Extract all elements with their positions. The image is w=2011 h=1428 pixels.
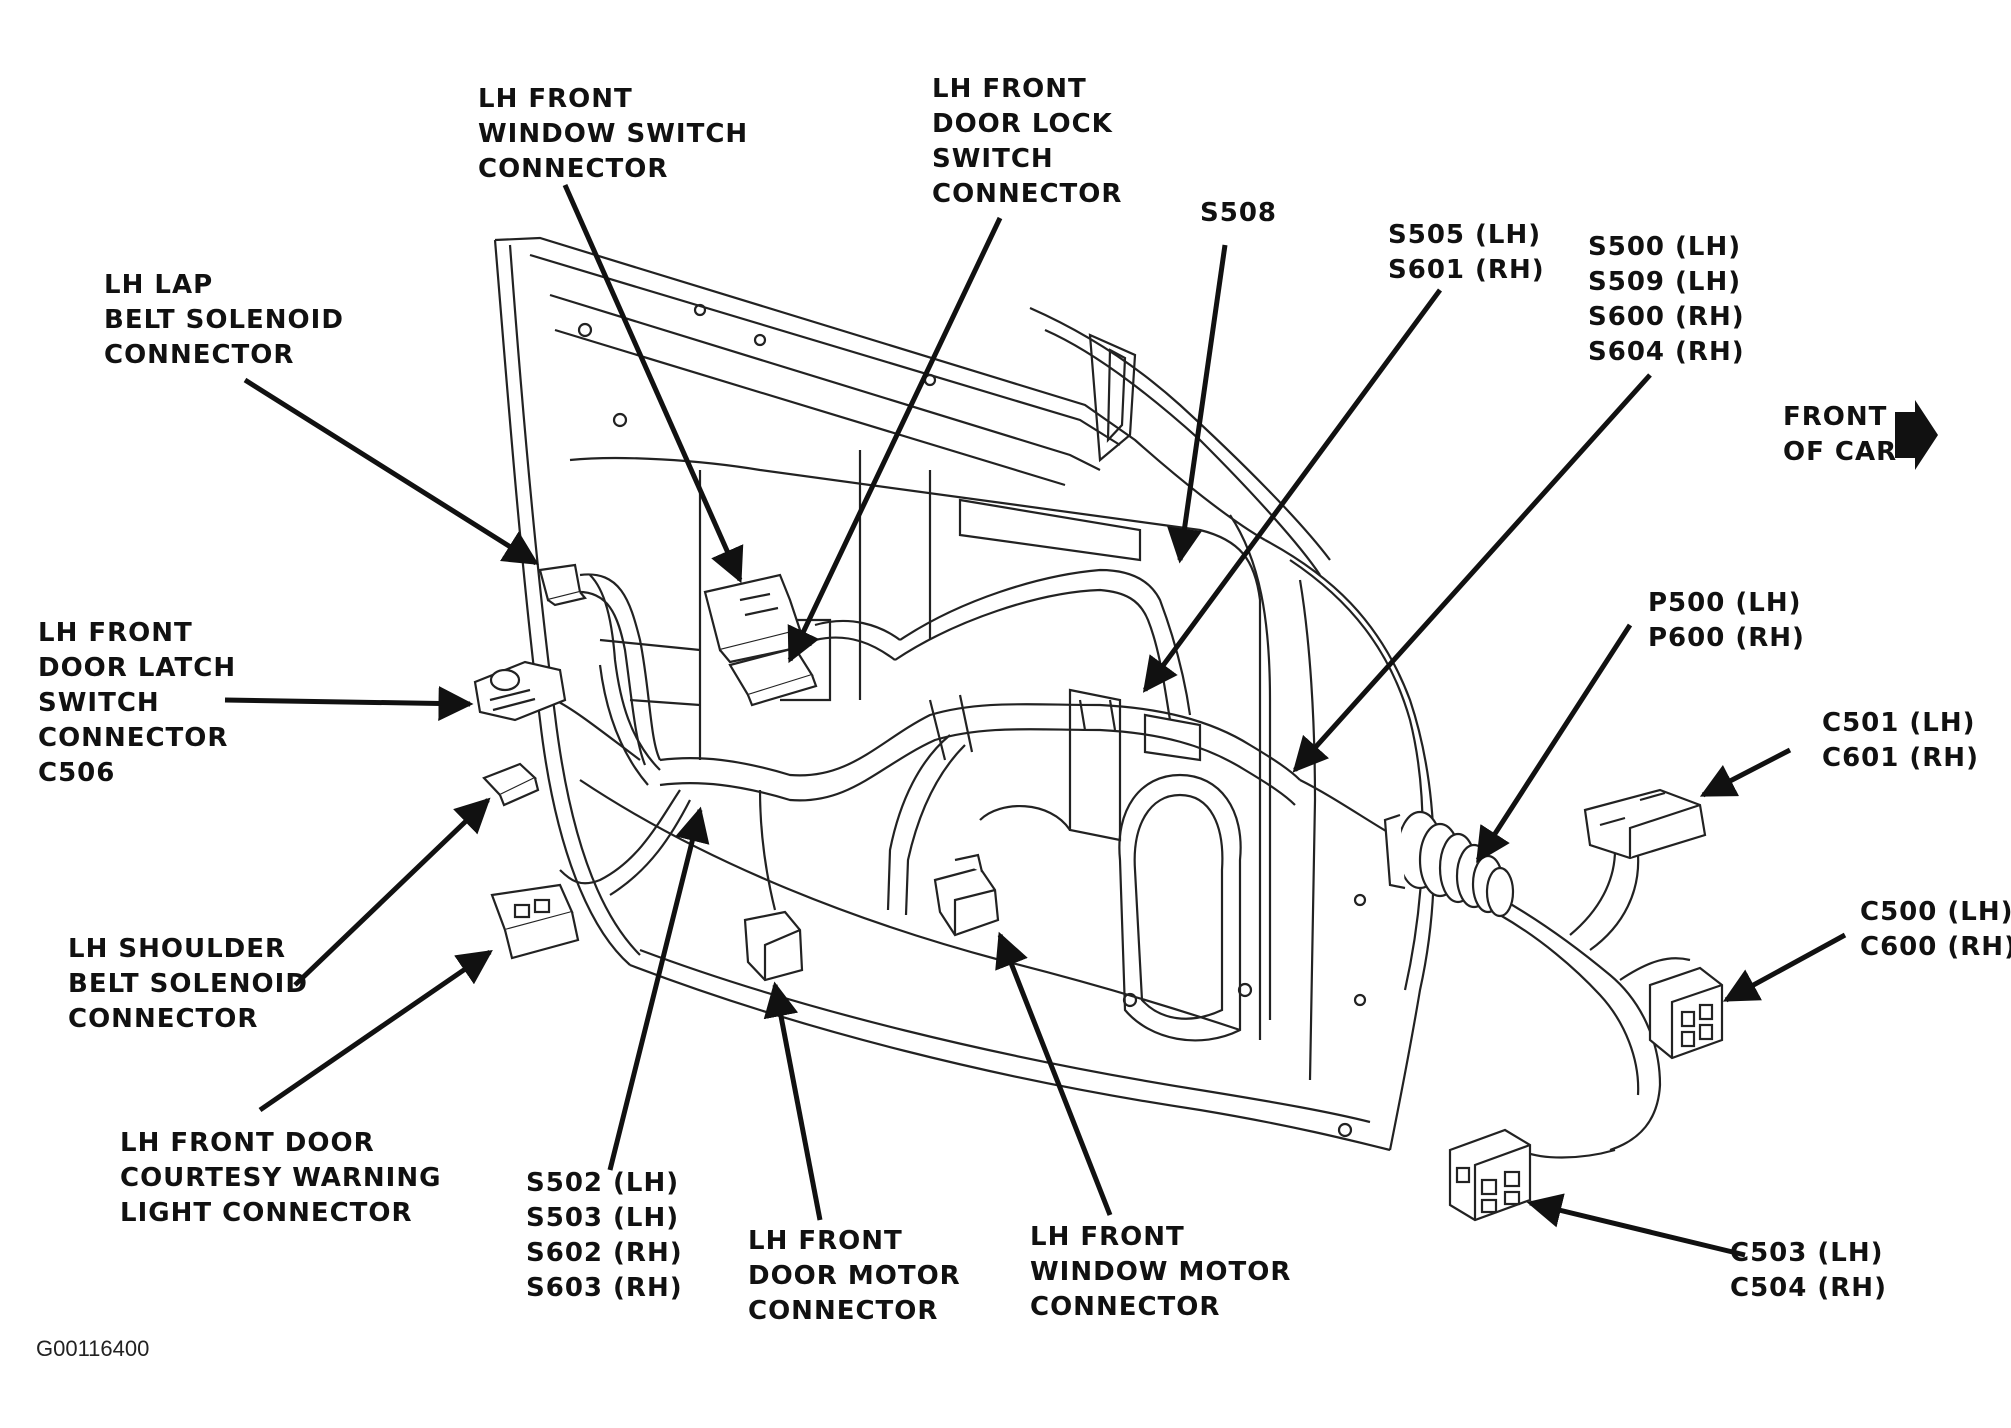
connector-c503-c504 — [1448, 1128, 1532, 1222]
label-lh-front-window-switch: LH FRONT WINDOW SWITCH CONNECTOR — [478, 82, 748, 187]
arrow-s502 — [607, 806, 710, 1171]
label-front-of-car: FRONT OF CAR — [1783, 400, 1897, 470]
label-line: S600 (RH) — [1588, 302, 1745, 332]
arrow-door-lock-switch — [787, 216, 1003, 664]
label-line: S603 (RH) — [526, 1273, 683, 1303]
label-line: BELT SOLENOID — [104, 305, 344, 335]
connector-door-latch — [473, 660, 567, 722]
connector-courtesy-light — [490, 883, 580, 960]
connector-shoulder-belt — [482, 762, 540, 807]
label-line: S500 (LH) — [1588, 232, 1742, 262]
leader-arrows — [224, 183, 1847, 1258]
label-line: CONNECTOR — [748, 1296, 939, 1326]
label-line: LIGHT CONNECTOR — [120, 1198, 413, 1228]
label-lh-front-door-lock-switch: LH FRONT DOOR LOCK SWITCH CONNECTOR — [932, 72, 1122, 212]
label-lh-front-door-motor: LH FRONT DOOR MOTOR CONNECTOR — [748, 1224, 961, 1329]
label-line: CONNECTOR — [68, 1004, 259, 1034]
arrow-s500 — [1292, 373, 1652, 773]
label-line: C500 (LH) — [1860, 897, 2011, 927]
label-line: C501 (LH) — [1822, 708, 1976, 738]
front-direction-icon — [1895, 400, 1938, 470]
label-s502-group: S502 (LH) S503 (LH) S602 (RH) S603 (RH) — [526, 1166, 683, 1306]
label-line: P500 (LH) — [1648, 588, 1802, 618]
arrow-c503 — [1526, 1193, 1746, 1258]
label-line: C601 (RH) — [1822, 743, 1979, 773]
label-c501-c601: C501 (LH) C601 (RH) — [1822, 706, 1979, 776]
connector-window-motor — [933, 853, 1000, 937]
grommet — [1383, 810, 1515, 918]
label-line: WINDOW SWITCH — [478, 119, 749, 149]
arrow-lap-belt — [243, 377, 539, 566]
connector-door-motor — [743, 910, 804, 982]
arrow-s505 — [1142, 288, 1443, 693]
arrow-window-switch — [562, 183, 744, 584]
label-line: OF CAR — [1783, 437, 1898, 467]
arrow-window-motor — [995, 931, 1113, 1216]
connector-window-switch — [703, 573, 812, 664]
label-line: S604 (RH) — [1588, 337, 1745, 367]
label-lh-front-window-motor: LH FRONT WINDOW MOTOR CONNECTOR — [1030, 1220, 1291, 1325]
arrow-p500 — [1475, 623, 1633, 863]
label-lh-lap-belt: LH LAP BELT SOLENOID CONNECTOR — [104, 268, 344, 373]
label-line: LH FRONT — [478, 84, 633, 114]
label-line: SWITCH — [932, 144, 1054, 174]
arrow-door-latch — [224, 685, 474, 721]
label-line: C503 (LH) — [1730, 1238, 1884, 1268]
label-c500-c600: C500 (LH) C600 (RH) — [1860, 895, 2011, 965]
label-line: CONNECTOR — [478, 154, 669, 184]
label-line: C504 (RH) — [1730, 1273, 1887, 1303]
label-line: C600 (RH) — [1860, 932, 2011, 962]
arrow-s508 — [1167, 244, 1228, 564]
connector-c500-c600 — [1648, 966, 1724, 1060]
label-line: LH LAP — [104, 270, 214, 300]
label-line: FRONT — [1783, 402, 1888, 432]
label-line: S601 (RH) — [1388, 255, 1545, 285]
label-line: LH FRONT — [38, 618, 193, 648]
wiring-harness — [519, 568, 1691, 1159]
label-line: S509 (LH) — [1588, 267, 1742, 297]
arrow-c500 — [1722, 932, 1847, 1003]
label-line: CONNECTOR — [38, 723, 229, 753]
arrow-door-motor — [763, 981, 823, 1221]
label-line: SWITCH — [38, 688, 160, 718]
label-lh-shoulder-belt: LH SHOULDER BELT SOLENOID CONNECTOR — [68, 932, 308, 1037]
figure-id: G00116400 — [36, 1336, 150, 1361]
label-line: CONNECTOR — [1030, 1292, 1221, 1322]
label-line: BELT SOLENOID — [68, 969, 308, 999]
label-line: P600 (RH) — [1648, 623, 1805, 653]
door-shell — [493, 236, 1436, 1152]
label-p500-p600: P500 (LH) P600 (RH) — [1648, 586, 1805, 656]
label-line: S508 — [1200, 198, 1277, 228]
label-line: S602 (RH) — [526, 1238, 683, 1268]
label-line: CONNECTOR — [104, 340, 295, 370]
label-lh-courtesy-light: LH FRONT DOOR COURTESY WARNING LIGHT CONNE… — [120, 1126, 441, 1231]
label-line: LH FRONT — [748, 1226, 903, 1256]
label-s505-s601: S505 (LH) S601 (RH) — [1388, 218, 1545, 288]
arrow-shoulder-belt — [293, 797, 491, 987]
label-line: S505 (LH) — [1388, 220, 1542, 250]
label-line: DOOR LOCK — [932, 109, 1113, 139]
label-line: C506 — [38, 758, 116, 788]
label-line: WINDOW MOTOR — [1030, 1257, 1292, 1287]
label-line: LH FRONT — [932, 74, 1087, 104]
label-line: DOOR MOTOR — [748, 1261, 961, 1291]
label-line: COURTESY WARNING — [120, 1163, 442, 1193]
label-line: LH SHOULDER — [68, 934, 287, 964]
label-line: LH FRONT DOOR — [120, 1128, 375, 1158]
arrow-courtesy-light — [258, 949, 493, 1113]
arrow-c501 — [1699, 747, 1792, 798]
connector-c501-c601 — [1583, 788, 1707, 860]
label-line: S503 (LH) — [526, 1203, 680, 1233]
label-line: CONNECTOR — [932, 179, 1123, 209]
label-line: S502 (LH) — [526, 1168, 680, 1198]
label-lh-front-door-latch: LH FRONT DOOR LATCH SWITCH CONNECTOR C506 — [38, 616, 236, 791]
label-line: LH FRONT — [1030, 1222, 1185, 1252]
label-s508: S508 — [1200, 196, 1277, 231]
label-line: DOOR LATCH — [38, 653, 237, 683]
label-c503-c504: C503 (LH) C504 (RH) — [1730, 1236, 1887, 1306]
label-s500-group: S500 (LH) S509 (LH) S600 (RH) S604 (RH) — [1588, 230, 1745, 370]
connector-lap-belt — [538, 563, 587, 607]
